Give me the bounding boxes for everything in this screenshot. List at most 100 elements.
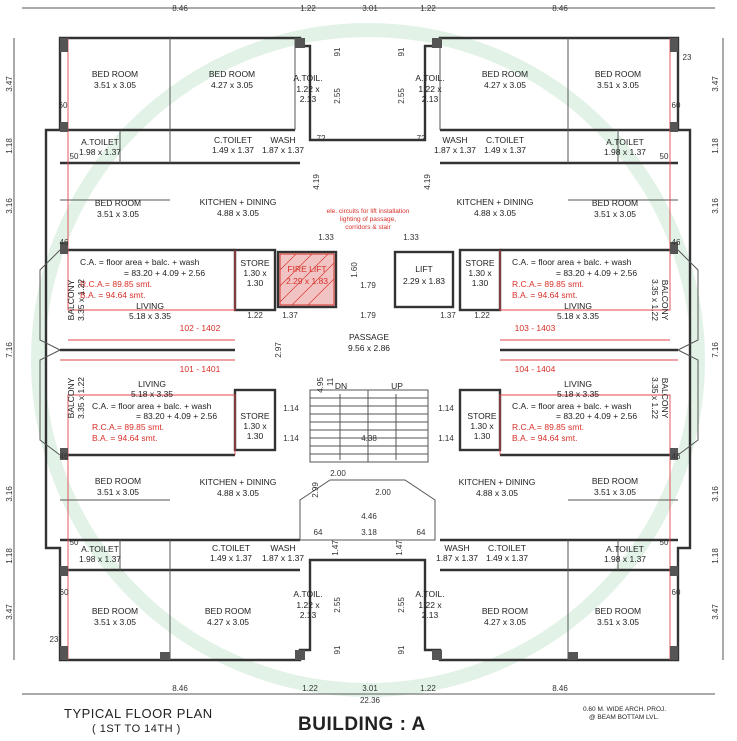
room-size: 4.88 x 3.05 [217, 488, 259, 498]
room-size: 1.22 x [296, 600, 320, 610]
area-ca: C.A. = floor area + balc. + wash [92, 401, 212, 411]
unit-boundaries [60, 38, 678, 660]
room-name: LIVING [136, 301, 164, 311]
dim: 60 [60, 588, 69, 597]
dim: 1.33 [403, 233, 419, 242]
room-size: 3.51 x 3.05 [94, 617, 136, 627]
svg-text:3.35 x 1.22: 3.35 x 1.22 [76, 377, 86, 419]
dim: 2.99 [311, 482, 320, 498]
room-name: BED ROOM [595, 606, 641, 616]
room-name: A.TOILET [606, 137, 644, 147]
room-size: 1.30 [247, 278, 264, 288]
dim: 1.22 [474, 311, 490, 320]
room-size: 4.88 x 3.05 [217, 208, 259, 218]
room-name: BED ROOM [482, 606, 528, 616]
svg-text:BALCONY: BALCONY [660, 280, 670, 321]
balcony-right-top: BALCONY 3.35 x 1.22 [650, 279, 670, 321]
room-size: 3.51 x 3.05 [97, 487, 139, 497]
room-name: STORE [465, 258, 494, 268]
room-size: 1.49 x 1.37 [484, 145, 526, 155]
room-size: 2.29 x 1.83 [286, 276, 328, 286]
svg-text:3.35 x 1.22: 3.35 x 1.22 [76, 279, 86, 321]
room-size: 4.88 x 3.05 [476, 488, 518, 498]
room-size: 4.88 x 3.05 [474, 208, 516, 218]
dim: 50 [70, 152, 79, 161]
area-ca: C.A. = floor area + balc. + wash [512, 401, 632, 411]
svg-text:3.16: 3.16 [5, 198, 14, 214]
arch-note: 0.60 M. WIDE ARCH. PROJ. [583, 706, 667, 713]
room-name: LIVING [564, 379, 592, 389]
interior-walls [60, 38, 678, 660]
dim: 1.33 [318, 233, 334, 242]
room-size: 1.30 [474, 431, 491, 441]
area-ca2: = 83.20 + 4.09 + 2.56 [556, 268, 637, 278]
room-name: A.TOILET [81, 544, 119, 554]
room-name: BED ROOM [92, 606, 138, 616]
room-name: LIFT [415, 264, 432, 274]
dim: 60 [672, 588, 681, 597]
svg-text:1.18: 1.18 [711, 138, 720, 154]
elec-note: ele. circuits for lift installation [327, 208, 410, 215]
room-name: BED ROOM [592, 198, 638, 208]
room-size: 3.51 x 3.05 [97, 209, 139, 219]
area-rca: R.C.A.= 89.85 smt. [92, 422, 164, 432]
dim: 50 [660, 152, 669, 161]
dim: 46 [60, 452, 69, 461]
room-size: 1.30 x [243, 421, 267, 431]
room-name: KITCHEN + DINING [200, 477, 277, 487]
dim: 1.37 [440, 311, 456, 320]
stair-up: UP [391, 381, 403, 391]
svg-text:3.16: 3.16 [711, 486, 720, 502]
room-name: STORE [467, 411, 496, 421]
dim: 46 [60, 238, 69, 247]
dim: 23 [50, 635, 59, 644]
room-name: KITCHEN + DINING [457, 197, 534, 207]
room-size: 1.22 x [296, 84, 320, 94]
dim: 4.95 [316, 377, 325, 393]
area-ca2: = 83.20 + 4.09 + 2.56 [556, 411, 637, 421]
dim: 23 [683, 53, 692, 62]
area-ba: B.A. = 94.64 smt. [80, 290, 145, 300]
dim: 64 [314, 528, 323, 537]
svg-text:3.47: 3.47 [711, 604, 720, 620]
dim-top-2: 3.01 [362, 4, 378, 13]
staircase [310, 390, 428, 462]
dim-bottom-4: 1.22 [420, 684, 436, 693]
plan-title: TYPICAL FLOOR PLAN [64, 706, 213, 721]
dim: 4.19 [312, 174, 321, 190]
room-name: LIVING [138, 379, 166, 389]
room-name: LIVING [564, 301, 592, 311]
unit-label: 103 - 1403 [515, 323, 556, 333]
room-name: C.TOILET [486, 135, 524, 145]
room-name: WASH [444, 543, 469, 553]
unit-label: 101 - 1401 [180, 364, 221, 374]
svg-text:3.47: 3.47 [5, 604, 14, 620]
room-size: 3.51 x 3.05 [94, 80, 136, 90]
dim: 4.19 [423, 174, 432, 190]
dim: 2.55 [333, 597, 342, 613]
dim: 91 [333, 645, 342, 654]
dim: 2.97 [274, 342, 283, 358]
room-size: 1.87 x 1.37 [262, 145, 304, 155]
room-name: C.TOILET [214, 135, 252, 145]
room-name: KITCHEN + DINING [459, 477, 536, 487]
dim-bottom-3: 3.01 [362, 684, 378, 693]
svg-text:BALCONY: BALCONY [66, 279, 76, 320]
dim: 1.14 [438, 434, 454, 443]
svg-text:BALCONY: BALCONY [66, 377, 76, 418]
svg-text:3.47: 3.47 [5, 76, 14, 92]
svg-text:3.35 x 1.22: 3.35 x 1.22 [650, 377, 660, 419]
room-size: 1.49 x 1.37 [486, 553, 528, 563]
room-name: C.TOILET [488, 543, 526, 553]
dim-top-3: 1.22 [420, 4, 436, 13]
area-ca: C.A. = floor area + balc. + wash [512, 257, 632, 267]
room-size: 1.30 x [468, 268, 492, 278]
room-size: 5.18 x 3.35 [557, 389, 599, 399]
room-size: 3.51 x 3.05 [597, 80, 639, 90]
room-size: 3.51 x 3.05 [594, 487, 636, 497]
columns [60, 38, 678, 660]
dim: .72 [314, 134, 326, 143]
dims-right: 3.47 1.18 3.16 7.16 3.16 1.18 3.47 [711, 38, 724, 660]
dim: 91 [333, 47, 342, 56]
